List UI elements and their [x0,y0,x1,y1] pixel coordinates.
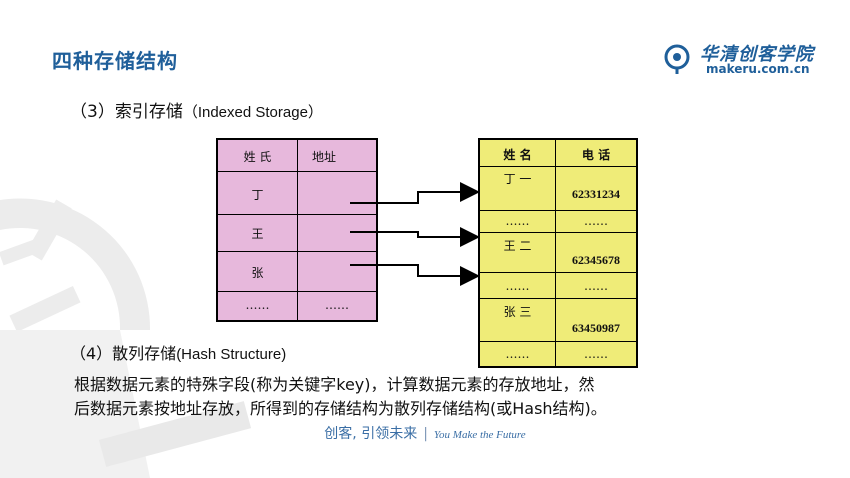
body-line-1: 根据数据元素的特殊字段(称为关键字key)，计算数据元素的存放地址，然 [74,375,595,394]
data-record-1-name: 丁 一 [480,167,556,211]
data-record-2-phone: …… [556,211,636,233]
logo-bulb-icon [664,44,690,74]
index-table: 姓 氏 地址 丁 王 张 …… …… [216,138,378,322]
data-record-3-name: 王 二 [480,233,556,273]
data-record-5-name: 张 三 [480,299,556,342]
data-table: 姓 名 电 话 丁 一 62331234 …… …… 王 二 62345678 … [478,138,638,368]
data-record-6-name: …… [480,342,556,366]
index-header-surname: 姓 氏 [218,140,298,172]
data-record-2-name: …… [480,211,556,233]
footer-en: You Make the Future [433,429,526,441]
pointer-arrow-1 [350,182,480,204]
section-4-heading: （4）散列存储(Hash Structure) [70,340,286,364]
data-header-name: 姓 名 [480,140,556,167]
index-row-3-key: 张 [218,252,298,292]
index-header-address: 地址 [298,140,376,172]
index-row-1-addr [298,172,376,215]
brand-logo: 华清创客学院 makeru.com.cn [662,40,832,84]
data-record-6-phone: …… [556,342,636,366]
body-line-2: 后数据元素按地址存放，所得到的存储结构为散列存储结构(或Hash结构)。 [74,399,607,418]
index-row-2-addr [298,215,376,252]
section-4-en: (Hash Structure) [176,346,287,363]
index-row-4-key: …… [218,292,298,320]
logo-name: 华清创客学院 [700,44,814,65]
index-row-2-key: 王 [218,215,298,252]
data-record-5-phone: 63450987 [556,299,636,342]
page-title: 四种存储结构 [52,49,178,73]
logo-url: makeru.com.cn [706,62,810,76]
pointer-arrow-3 [350,264,480,286]
footer-cn: 创客, 引领未来 [324,426,418,442]
pointer-arrow-2 [350,227,480,247]
section-3-cn: （3）索引存储 [70,102,183,122]
section-4-cn: （4）散列存储 [70,344,177,363]
section-3-en: （Indexed Storage） [182,104,323,121]
data-record-4-name: …… [480,273,556,299]
index-row-1-key: 丁 [218,172,298,215]
footer-separator: | [423,426,428,442]
data-record-1-phone: 62331234 [556,167,636,211]
footer-slogan: 创客, 引领未来 | You Make the Future [0,423,850,443]
section-3-heading: （3）索引存储（Indexed Storage） [70,97,323,122]
data-record-3-phone: 62345678 [556,233,636,273]
index-row-4-addr: …… [298,292,376,320]
index-row-3-addr [298,252,376,292]
data-header-phone: 电 话 [556,140,636,167]
data-record-4-phone: …… [556,273,636,299]
